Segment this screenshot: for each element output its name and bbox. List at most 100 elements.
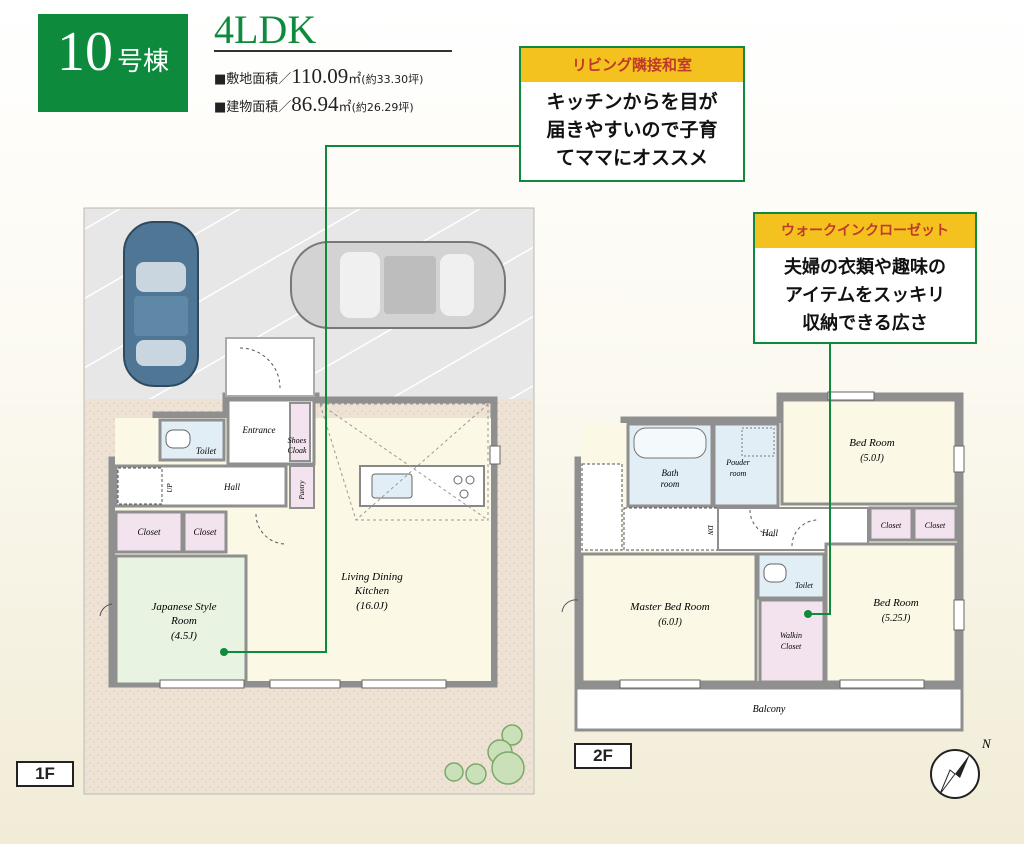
- callout-living-japanese-line: キッチンからを目が: [546, 91, 718, 113]
- land-area-tsubo: (約33.30坪): [361, 73, 424, 86]
- land-area-value: 110.09: [291, 64, 349, 88]
- label-walkin: Closet: [781, 642, 802, 651]
- label-closet-2f-a: Closet: [881, 521, 902, 530]
- callout-walkin-closet-line: 収納できる広さ: [802, 313, 928, 334]
- label-closet-1f-b: Closet: [193, 527, 217, 537]
- label-bedroom-north-size: (5.0J): [860, 453, 884, 464]
- building-number-badge: 10 号棟: [38, 14, 188, 112]
- callout-walkin-closet-title: ウォークインクローゼット: [755, 214, 975, 248]
- label-closet-1f-a: Closet: [137, 527, 161, 537]
- callout-walkin-closet: ウォークインクローゼット 夫婦の衣類や趣味の アイテムをスッキリ 収納できる広さ: [753, 212, 977, 344]
- bedroom-east: [824, 542, 958, 684]
- staircase-2f-run: [623, 507, 719, 551]
- window-bedroom-east: [953, 599, 965, 631]
- window-japanese: [159, 679, 245, 689]
- label-hall-2f: Hall: [761, 528, 779, 538]
- label-up: UP: [166, 483, 174, 493]
- pantry: [289, 465, 315, 509]
- callout-connector-living: [224, 145, 519, 653]
- stove-burner-icon: [459, 489, 469, 499]
- header-divider: [214, 50, 452, 52]
- balcony: [574, 686, 964, 732]
- label-pantry: Pantry: [298, 480, 306, 501]
- building-suffix: 号棟: [116, 47, 169, 77]
- porch-door-swing: [239, 347, 281, 389]
- callout-walkin-closet-line: アイテムをスッキリ: [784, 285, 946, 306]
- staircase-2f: [581, 463, 623, 551]
- window-bedroom-north: [827, 391, 875, 401]
- bedroom-door-swing: [791, 519, 819, 547]
- shoes-cloak: [289, 402, 311, 462]
- callout-walkin-closet-line: 夫婦の衣類や趣味の: [784, 257, 946, 278]
- building-number: 10: [56, 21, 113, 83]
- label-master-bed-size: (6.0J): [658, 617, 682, 628]
- label-master-bed: Master Bed Room: [629, 601, 709, 613]
- label-bedroom-east-size: (5.25J): [882, 613, 911, 624]
- window-ldk: [269, 679, 341, 689]
- label-balcony: Balcony: [753, 704, 786, 715]
- label-bath: room: [661, 479, 680, 489]
- floor-label-2f: 2F: [574, 743, 632, 769]
- toilet-2f: [756, 552, 826, 600]
- label-toilet-1f: Toilet: [196, 446, 217, 456]
- label-closet-2f-b: Closet: [925, 521, 946, 530]
- closet-2f-a: [868, 506, 914, 542]
- callout-dot-living: [220, 648, 228, 656]
- callout-living-japanese-title: リビング隣接和室: [521, 48, 743, 82]
- label-bedroom-east: Bed Room: [873, 597, 919, 609]
- layout-type: 4LDK: [214, 7, 317, 52]
- walkin-closet: [758, 598, 826, 684]
- parked-car-blue: [123, 221, 199, 387]
- japanese-room-door-swing: [99, 603, 113, 617]
- bedroom-north: [780, 398, 958, 506]
- label-ldk: Kitchen: [354, 585, 390, 597]
- window-ldk: [361, 679, 447, 689]
- parked-car-silver: [290, 241, 506, 329]
- closet-2f-b: [912, 506, 958, 542]
- stove-burner-icon: [453, 475, 463, 485]
- label-japanese-room-size: (4.5J): [171, 630, 197, 642]
- kitchen-ceiling-guides: [319, 403, 489, 521]
- label-japanese-room: Japanese Style: [151, 601, 216, 613]
- label-toilet-2f: Toilet: [795, 581, 814, 590]
- building-area-unit: ㎡: [338, 100, 352, 115]
- closet-1f-b: [182, 510, 228, 554]
- callout-connector-walkin: [808, 344, 831, 615]
- label-shoes: Shoes: [288, 436, 307, 445]
- window-master: [619, 679, 701, 689]
- label-hall-1f: Hall: [223, 482, 241, 492]
- callout-living-japanese-line: 届きやすいので子育: [546, 119, 718, 141]
- bathtub-icon: [633, 427, 707, 459]
- label-japanese-room: Room: [170, 615, 197, 627]
- label-ldk-size: (16.0J): [356, 600, 388, 612]
- compass-north-label: N: [981, 736, 992, 751]
- land-area-label: ■敷地面積／: [214, 72, 292, 87]
- north-compass: N: [930, 736, 992, 799]
- washer-space: [741, 427, 775, 457]
- land-area-unit: ㎡: [348, 72, 362, 87]
- entrance-porch: [225, 337, 315, 397]
- floor-label-1f: 1F: [16, 761, 74, 787]
- label-walkin: Walkin: [780, 631, 802, 640]
- master-door-swing: [561, 599, 579, 613]
- toilet-bowl-icon: [763, 563, 787, 583]
- staircase-1f: [117, 467, 163, 505]
- label-dn: DN: [706, 524, 714, 535]
- bedroom-door-swing: [749, 509, 777, 537]
- label-powder: Pouder: [725, 458, 750, 467]
- building-area-label: ■建物面積／: [214, 100, 292, 115]
- building-area-tsubo: (約26.29坪): [351, 101, 414, 114]
- label-bedroom-north: Bed Room: [849, 437, 895, 449]
- label-powder: room: [730, 469, 747, 478]
- building-area-row: ■建物面積／86.94㎡(約26.29坪): [214, 92, 414, 117]
- window-bedroom-north-side: [953, 445, 965, 473]
- callout-living-japanese: リビング隣接和室 キッチンからを目が 届きやすいので子育 てママにオススメ: [519, 46, 745, 182]
- label-cloak: Cloak: [287, 446, 307, 455]
- closet-1f-a: [114, 510, 184, 554]
- ldk-door-swing: [255, 513, 287, 545]
- window-bedroom-east-south: [839, 679, 925, 689]
- powder-room: [712, 422, 780, 508]
- land-area-row: ■敷地面積／110.09㎡(約33.30坪): [214, 64, 423, 89]
- callout-dot-walkin: [804, 610, 812, 618]
- label-entrance: Entrance: [242, 425, 276, 435]
